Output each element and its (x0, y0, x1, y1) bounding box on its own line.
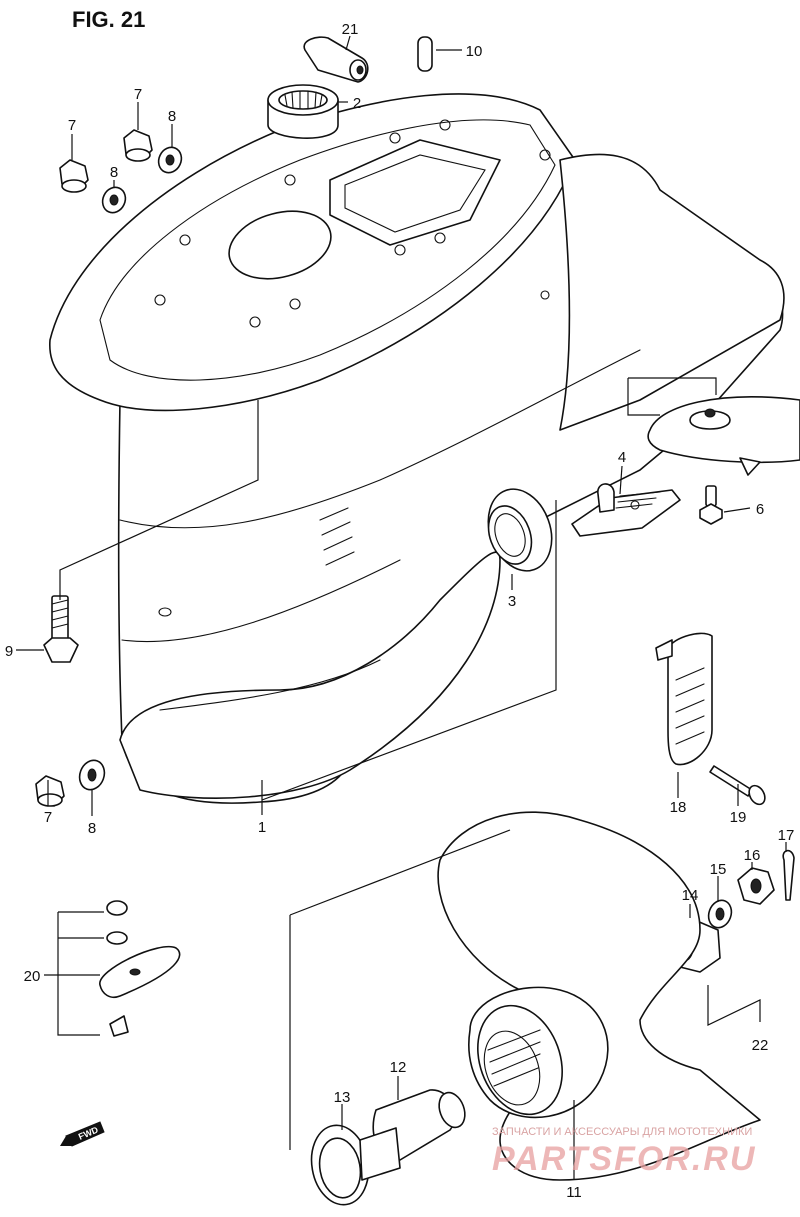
part-13-bush (310, 1124, 401, 1206)
callout-11: 11 (566, 1184, 582, 1201)
part-8-washer-upper-a (101, 186, 127, 214)
callout-22: 22 (752, 1037, 769, 1054)
part-7-plug-upper-b (123, 129, 153, 162)
callout-19: 19 (730, 809, 747, 826)
callout-18: 18 (670, 799, 687, 816)
part-16-nut (737, 867, 775, 905)
part-3-oil-seal (487, 488, 553, 572)
callout-21: 21 (342, 21, 359, 38)
callout-8-lower: 8 (88, 820, 96, 837)
watermark-logo: PARTSFOR.RU (492, 1140, 756, 1178)
part-7-plug-upper-a (59, 159, 89, 193)
callout-12: 12 (390, 1059, 407, 1076)
part-2-needle-bearing (267, 84, 339, 139)
callout-3: 3 (508, 593, 516, 610)
watermark: ЗАПЧАСТИ И АКСЕССУАРЫ ДЛЯ МОТОТЕХНИКИ PA… (492, 1126, 756, 1178)
part-20-bracket-set (99, 900, 181, 1037)
callout-10: 10 (466, 43, 483, 60)
part-4-anode (571, 483, 681, 537)
part-9-bolt (43, 595, 79, 663)
callout-labels: 21 10 2 7 8 7 8 4 6 3 9 18 19 17 16 15 1… (5, 21, 795, 1201)
part-6-bolt (699, 485, 723, 525)
part-10-pin (417, 36, 433, 72)
callout-16: 16 (744, 847, 761, 864)
callout-14: 14 (682, 887, 699, 904)
callout-4: 4 (618, 449, 626, 466)
callout-8-upper-b: 8 (168, 108, 176, 125)
part-8-washer-upper-b (157, 146, 183, 174)
callout-17: 17 (778, 827, 795, 844)
callout-6: 6 (756, 501, 764, 518)
callout-15: 15 (710, 861, 727, 878)
part-8-washer-lower (78, 759, 106, 791)
callout-2: 2 (353, 95, 361, 112)
part-21-pipe (303, 36, 369, 83)
callout-7-lower: 7 (44, 809, 52, 826)
callout-13: 13 (334, 1089, 351, 1106)
callout-8-upper-a: 8 (110, 164, 118, 181)
watermark-line1: ЗАПЧАСТИ И АКСЕССУАРЫ ДЛЯ МОТОТЕХНИКИ (492, 1126, 752, 1138)
callout-20: 20 (24, 968, 41, 985)
part-15-washer (707, 899, 733, 929)
part-19-screw (709, 765, 766, 806)
callout-9: 9 (5, 643, 13, 660)
callout-1: 1 (258, 819, 266, 836)
part-11-propeller (437, 811, 761, 1181)
callout-7-upper-a: 7 (68, 117, 76, 134)
gear-case-housing (49, 93, 785, 804)
leader-lines (16, 35, 787, 1180)
fwd-direction-badge: FWD (60, 1121, 105, 1147)
part-17-cotter-pin (782, 849, 795, 901)
part-7-plug-lower (35, 775, 65, 807)
trim-tab (647, 396, 800, 476)
figure-title: FIG. 21 (72, 7, 145, 32)
part-18-water-strainer (655, 632, 713, 766)
callout-7-upper-b: 7 (134, 86, 142, 103)
